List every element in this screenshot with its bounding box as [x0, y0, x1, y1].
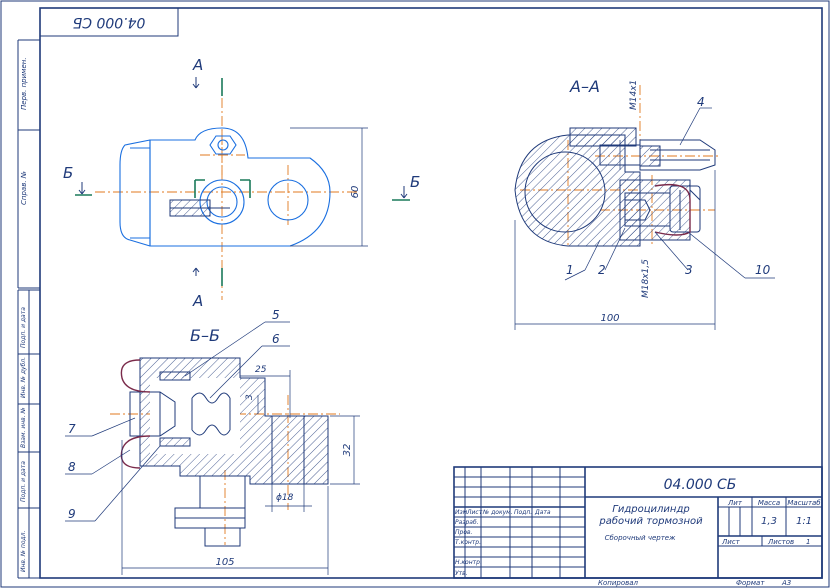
title-hdr-podp: Подп.: [514, 509, 532, 516]
dim-32: 32: [342, 444, 353, 457]
title-format-value: А3: [781, 579, 791, 587]
title-hdr-list: Лист: [466, 509, 483, 516]
dim-60: 60: [350, 186, 361, 199]
title-col-massa: Масса: [758, 499, 780, 507]
title-nkontr: Н.контр.: [455, 559, 482, 566]
top-stamp-box: [39, 7, 179, 37]
side-label-vzam: Взам. инв. №: [20, 407, 27, 448]
view-mark-b-right: Б: [410, 173, 420, 191]
dim-105: 105: [215, 557, 234, 568]
title-tkontr: Т.контр.: [455, 539, 481, 546]
title-massa: 1,3: [761, 516, 777, 527]
title-col-masshtab: Масштаб: [787, 499, 821, 507]
title-doc-type: Сборочный чертеж: [605, 534, 676, 542]
title-listov-label: Листов: [767, 538, 794, 546]
side-label-inv-podl: Инв. № подл.: [20, 531, 27, 572]
side-label-inv-dubl: Инв. № дубл.: [20, 357, 27, 398]
callout-10: 10: [755, 263, 771, 277]
left-side-strip: Перв. примен. Справ. № Подп. и дата Инв.…: [17, 39, 40, 579]
dim-18: ϕ18: [276, 493, 294, 503]
title-kopiroval: Копировал: [598, 579, 639, 587]
title-hdr-ndokum: № докум.: [482, 509, 513, 516]
section-bb-title: Б–Б: [190, 326, 220, 345]
dim-25: 25: [255, 365, 267, 375]
side-label-podp-2: Подп. и дата: [20, 461, 27, 502]
callout-3: 3: [685, 263, 693, 277]
title-hdr-data: Дата: [534, 509, 551, 516]
view-mark-a-top: А: [192, 56, 203, 74]
callout-7: 7: [68, 422, 76, 436]
title-prov: Пров.: [455, 529, 473, 536]
title-utv: Утв.: [455, 570, 468, 577]
section-aa-title: А–А: [569, 77, 600, 96]
callout-1: 1: [566, 263, 574, 277]
view-mark-a-bottom: А: [192, 292, 203, 310]
title-block: 04.000 СБ Лит Масса Масштаб 1,3 1:1 Лист…: [453, 466, 823, 587]
title-designation: 04.000 СБ: [664, 477, 737, 493]
callout-2: 2: [598, 263, 606, 277]
section-aa: А–А M14x1 M18x1,5 100: [514, 77, 775, 330]
callout-5: 5: [272, 308, 280, 322]
side-label-sprav: Справ. №: [20, 171, 28, 205]
dim-3: 3: [245, 394, 255, 400]
title-razrab: Разраб.: [455, 519, 479, 526]
side-label-perv: Перв. примен.: [20, 57, 28, 110]
title-name-line2: рабочий тормозной: [598, 515, 703, 527]
title-hdr-izm: Изм: [455, 509, 468, 516]
callout-6: 6: [272, 332, 280, 346]
front-view: А А Б Б 60: [63, 56, 420, 310]
thread-m18: M18x1,5: [641, 259, 651, 298]
title-masshtab: 1:1: [796, 516, 812, 527]
inner-frame: [39, 7, 823, 579]
top-stamp-text: 04.000 СБ: [73, 14, 146, 30]
title-listov-value: 1: [806, 538, 810, 546]
dim-100: 100: [600, 313, 619, 324]
title-format-label: Формат: [736, 579, 765, 587]
section-bb: Б–Б 25 3 32: [65, 308, 360, 575]
title-name-line1: Гидроцилиндр: [612, 504, 689, 515]
title-list-label: Лист: [721, 538, 741, 546]
callout-8: 8: [68, 460, 76, 474]
callout-9: 9: [68, 507, 76, 521]
title-col-lit: Лит: [727, 499, 743, 507]
side-label-podp-1: Подп. и дата: [20, 307, 27, 348]
view-mark-b-left: Б: [63, 164, 73, 182]
callout-4: 4: [697, 95, 705, 109]
thread-m14: M14x1: [629, 80, 639, 110]
